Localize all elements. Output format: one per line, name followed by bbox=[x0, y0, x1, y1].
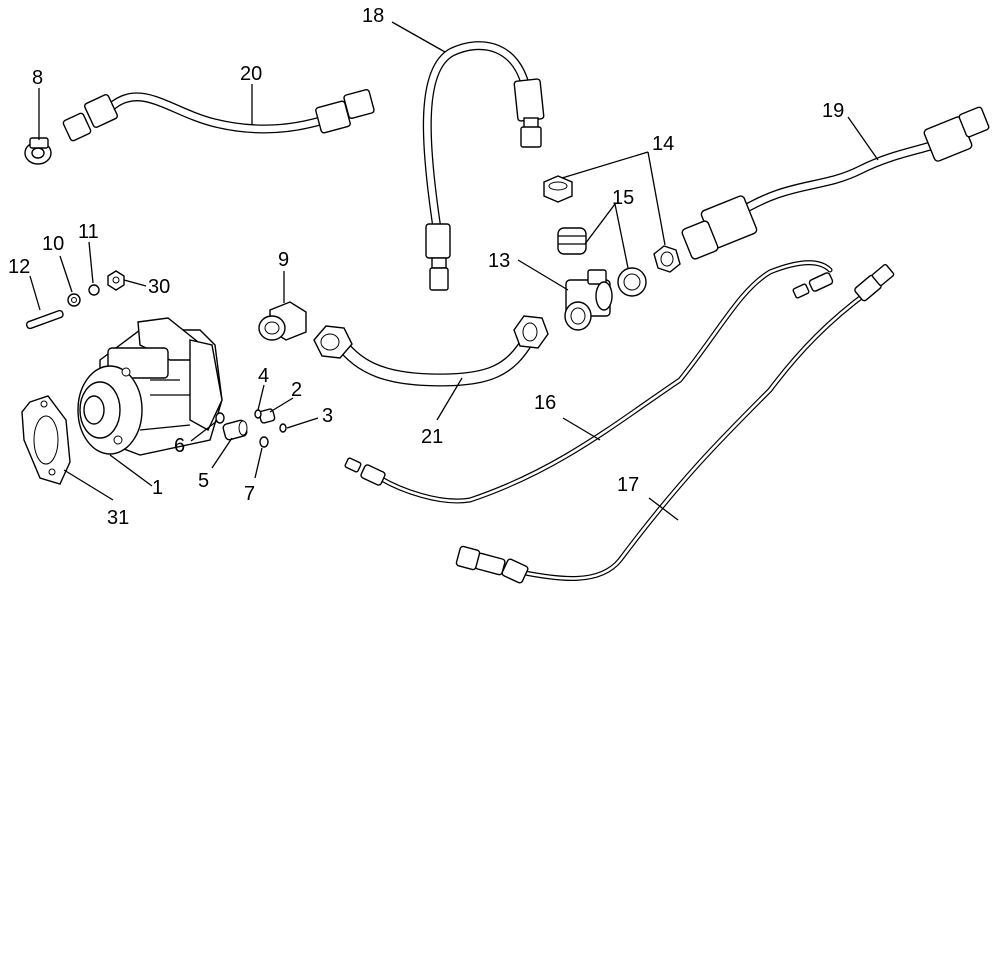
callout-30: 30 bbox=[148, 276, 170, 298]
callout-14: 14 bbox=[652, 133, 674, 155]
callout-2: 2 bbox=[291, 379, 302, 401]
callout-19: 19 bbox=[822, 100, 844, 122]
pipe-21 bbox=[313, 315, 549, 387]
callout-6: 6 bbox=[174, 435, 185, 457]
hose-18 bbox=[422, 41, 545, 291]
callout-13: 13 bbox=[488, 250, 510, 272]
callout-17: 17 bbox=[617, 474, 639, 496]
callout-9: 9 bbox=[278, 249, 289, 271]
callout-5: 5 bbox=[198, 470, 209, 492]
callout-7: 7 bbox=[244, 483, 255, 505]
washer-10 bbox=[67, 293, 81, 307]
callout-labels: 8 20 18 19 14 15 13 9 10 11 12 30 4 2 3 … bbox=[8, 5, 844, 529]
tee-fitting-13 bbox=[564, 269, 613, 331]
gasket-31 bbox=[21, 395, 71, 485]
callout-11: 11 bbox=[78, 221, 99, 243]
washer-11 bbox=[88, 284, 100, 296]
callout-10: 10 bbox=[42, 233, 64, 255]
callout-16: 16 bbox=[534, 392, 556, 414]
nut-30 bbox=[107, 270, 125, 291]
callout-18: 18 bbox=[362, 5, 384, 27]
fitting-9 bbox=[258, 301, 307, 341]
hose-20 bbox=[62, 89, 375, 142]
callout-8: 8 bbox=[32, 67, 43, 89]
tube-16 bbox=[344, 260, 834, 504]
o-ring-7 bbox=[259, 436, 269, 448]
hose-17 bbox=[455, 263, 895, 584]
o-ring-4 bbox=[254, 409, 262, 419]
o-ring-6 bbox=[215, 412, 225, 424]
fitting-5 bbox=[222, 419, 248, 441]
pin-12 bbox=[25, 309, 64, 330]
callout-3: 3 bbox=[322, 405, 333, 427]
callout-15: 15 bbox=[612, 187, 634, 209]
callout-20: 20 bbox=[240, 63, 262, 85]
fitting-8 bbox=[24, 137, 52, 165]
callout-4: 4 bbox=[258, 365, 269, 387]
callout-21: 21 bbox=[421, 426, 443, 448]
callout-31: 31 bbox=[107, 507, 129, 529]
nut-14 bbox=[543, 175, 681, 273]
o-ring-3 bbox=[279, 423, 287, 433]
fitting-2 bbox=[258, 408, 276, 424]
pump-1 bbox=[77, 317, 223, 456]
leader-lines bbox=[29, 21, 879, 521]
callout-1: 1 bbox=[152, 477, 163, 499]
hose-19 bbox=[681, 106, 990, 260]
seal-15 bbox=[557, 227, 647, 297]
callout-12: 12 bbox=[8, 256, 30, 278]
